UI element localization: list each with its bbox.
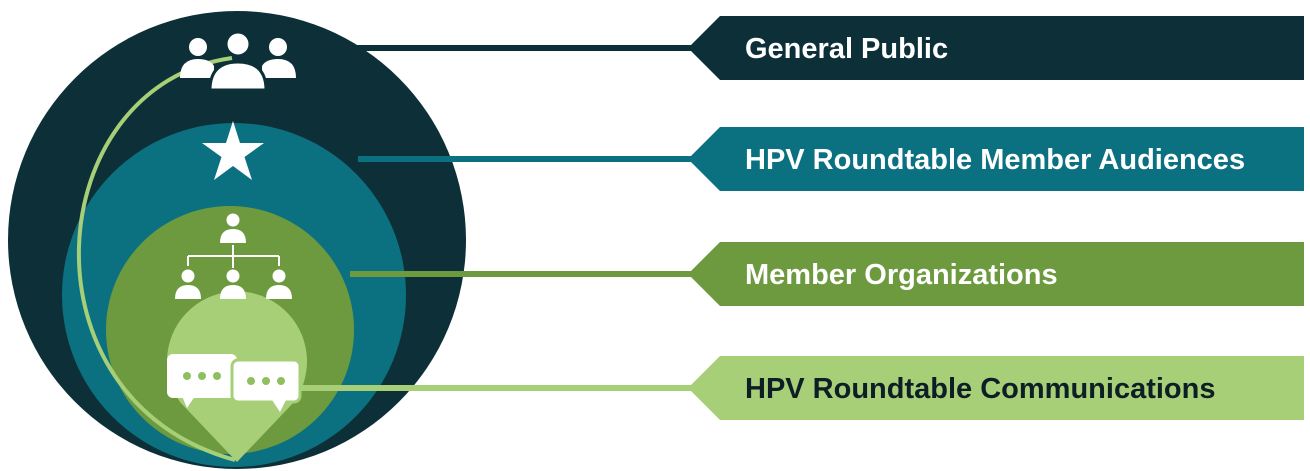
- org-chart-icon: [175, 213, 292, 299]
- chat-bubbles-icon: [167, 354, 302, 412]
- label-banner-member-audiences: [688, 127, 1304, 191]
- outer-arc-line: [77, 56, 236, 462]
- star-icon: [202, 121, 264, 180]
- label-communications: HPV Roundtable Communications: [745, 373, 1215, 405]
- label-general-public: General Public: [745, 33, 948, 65]
- label-member-audiences: HPV Roundtable Member Audiences: [745, 144, 1245, 176]
- label-banner-general-public: [688, 16, 1304, 80]
- people-group-icon: [180, 30, 296, 92]
- label-member-organizations: Member Organizations: [745, 259, 1058, 291]
- label-banner-communications: [688, 356, 1304, 420]
- label-banner-member-organizations: [688, 242, 1304, 306]
